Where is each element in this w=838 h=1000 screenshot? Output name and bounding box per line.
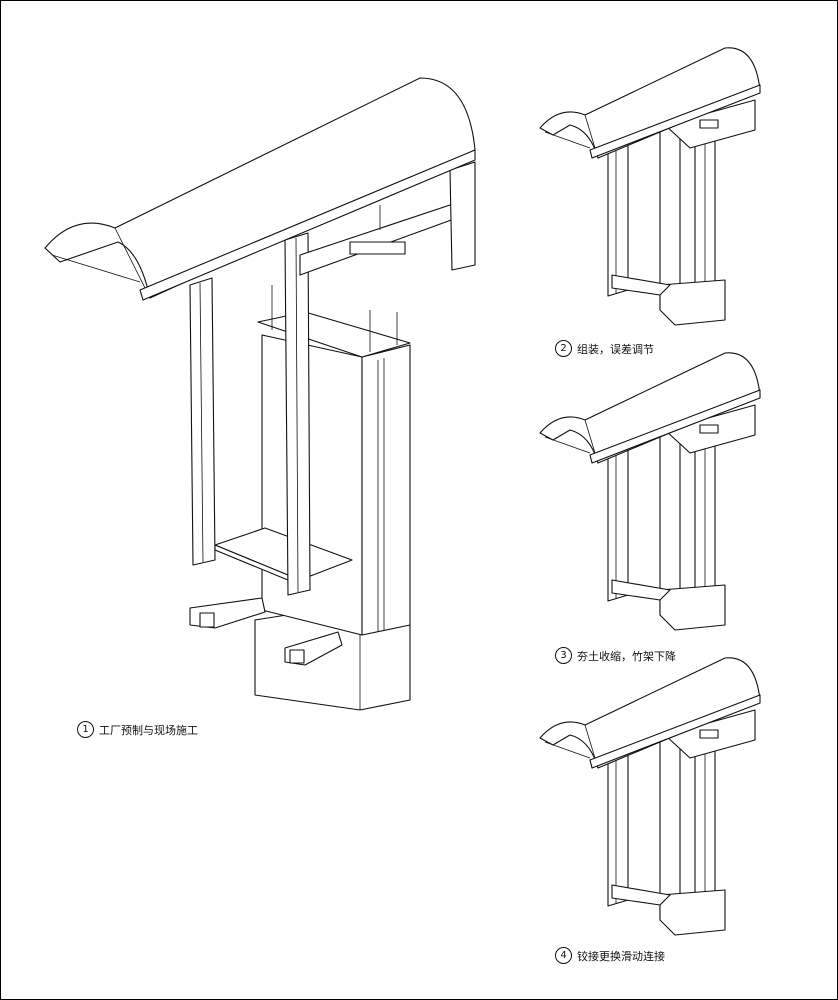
step-number-badge: 2 xyxy=(555,340,572,357)
step-number-badge: 1 xyxy=(77,721,94,738)
step-4-caption: 4 铰接更换滑动连接 xyxy=(555,947,665,964)
step-3-drawing xyxy=(539,352,761,631)
main-assembly-drawing xyxy=(44,77,476,711)
step-3-caption: 3 夯土收缩，竹架下降 xyxy=(555,647,676,664)
step-4-drawing xyxy=(539,657,761,936)
step-2-caption: 2 组装，误差调节 xyxy=(555,340,654,357)
step-number-badge: 3 xyxy=(555,647,572,664)
step-number-badge: 4 xyxy=(555,947,572,964)
step-label: 工厂预制与现场施工 xyxy=(99,723,198,737)
step-label: 组装，误差调节 xyxy=(577,342,654,356)
step-label: 夯土收缩，竹架下降 xyxy=(577,649,676,663)
step-1-caption: 1 工厂预制与现场施工 xyxy=(77,721,198,738)
step-label: 铰接更换滑动连接 xyxy=(577,949,665,963)
step-2-drawing xyxy=(539,47,761,326)
